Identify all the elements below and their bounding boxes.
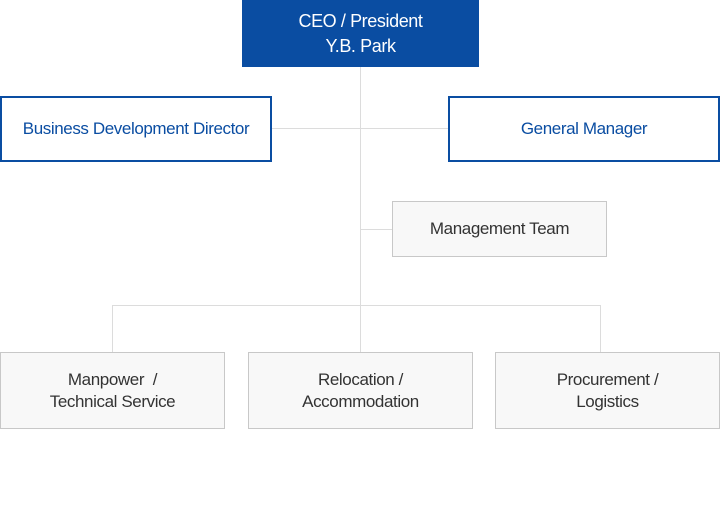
department-label-line1: Procurement / (556, 369, 659, 389)
management-team-box: Management Team (392, 201, 607, 257)
department-label-line1: Relocation / (318, 369, 403, 389)
department-label-line2: Logistics (576, 391, 639, 411)
department-label-line1: Manpower / (67, 369, 158, 389)
department-label-line2: Accommodation (302, 391, 419, 411)
business-development-director-label: Business Development Director (22, 119, 250, 138)
general-manager-label: General Manager (520, 119, 648, 138)
ceo-name: Y.B. Park (325, 35, 396, 56)
department-label-line2: Technical Service (49, 391, 176, 411)
ceo-title: CEO / President (298, 10, 423, 31)
connector-management-team (360, 229, 392, 230)
connector-dept-right (600, 305, 601, 352)
connector-directors-horizontal (272, 128, 448, 129)
department-relocation-box: Relocation / Accommodation (248, 352, 473, 429)
management-team-label: Management Team (429, 219, 570, 238)
department-manpower-box: Manpower / Technical Service (0, 352, 225, 429)
general-manager-box: General Manager (448, 96, 720, 162)
connector-dept-left (112, 305, 113, 352)
department-procurement-box: Procurement / Logistics (495, 352, 720, 429)
connector-departments-horizontal (112, 305, 601, 306)
connector-ceo-vertical (360, 67, 361, 352)
ceo-box: CEO / President Y.B. Park (242, 0, 479, 67)
business-development-director-box: Business Development Director (0, 96, 272, 162)
